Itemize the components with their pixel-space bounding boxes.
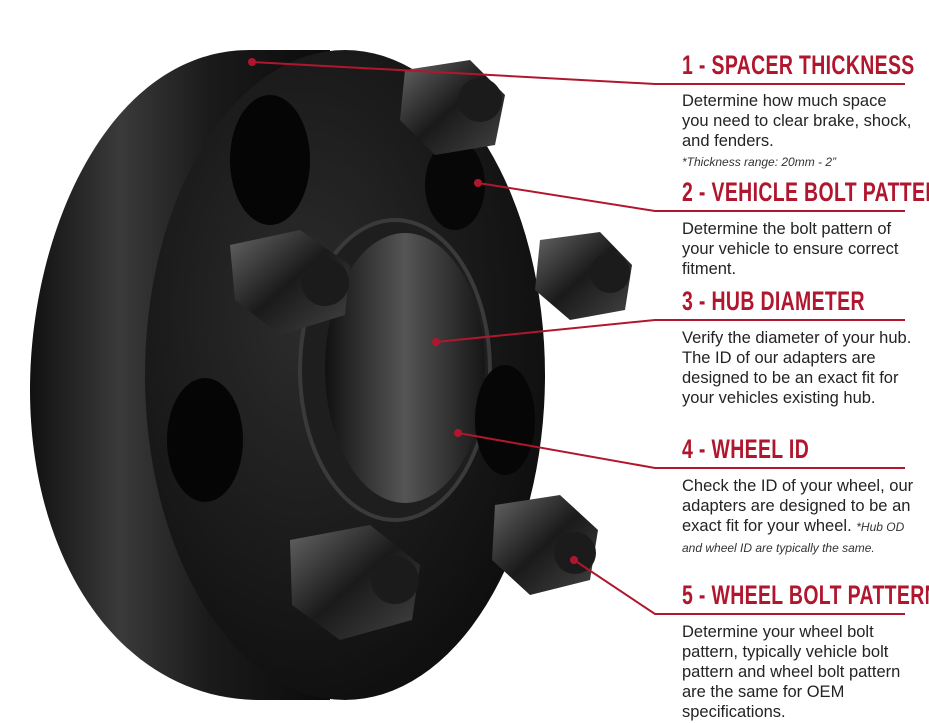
callout-note: *Hub OD and wheel ID are typically the s… (682, 520, 905, 555)
callout-body-vehicle-bolt-pattern: Determine the bolt pattern of your vehic… (682, 220, 899, 278)
callout-title-hub-diameter: 3 - HUB DIAMETER (682, 286, 865, 316)
callout-text: Determine how much space you need to cle… (682, 92, 912, 150)
callout-body-wheel-bolt-pattern: Determine your wheel bolt pattern, typic… (682, 623, 901, 721)
callout-title-spacer-thickness: 1 - SPACER THICKNESS (682, 50, 915, 80)
spacer-body (30, 50, 545, 700)
callout-title-wheel-bolt-pattern: 5 - WHEEL BOLT PATTERN (682, 580, 929, 610)
leader-dots (248, 58, 578, 564)
callout-text: Check the ID of your wheel, our adapters… (682, 477, 914, 535)
callout-body-wheel-id: Check the ID of your wheel, our adapters… (682, 476, 917, 558)
callout-note: *Thickness range: 20mm - 2” (682, 155, 837, 169)
lug-nuts (230, 60, 632, 640)
callout-body-spacer-thickness: Determine how much space you need to cle… (682, 91, 917, 172)
leader-lines (251, 61, 905, 615)
callout-title-wheel-id: 4 - WHEEL ID (682, 434, 810, 464)
callout-title-vehicle-bolt-pattern: 2 - VEHICLE BOLT PATTERN (682, 177, 929, 207)
callout-body-hub-diameter: Verify the diameter of your hub. The ID … (682, 329, 912, 407)
